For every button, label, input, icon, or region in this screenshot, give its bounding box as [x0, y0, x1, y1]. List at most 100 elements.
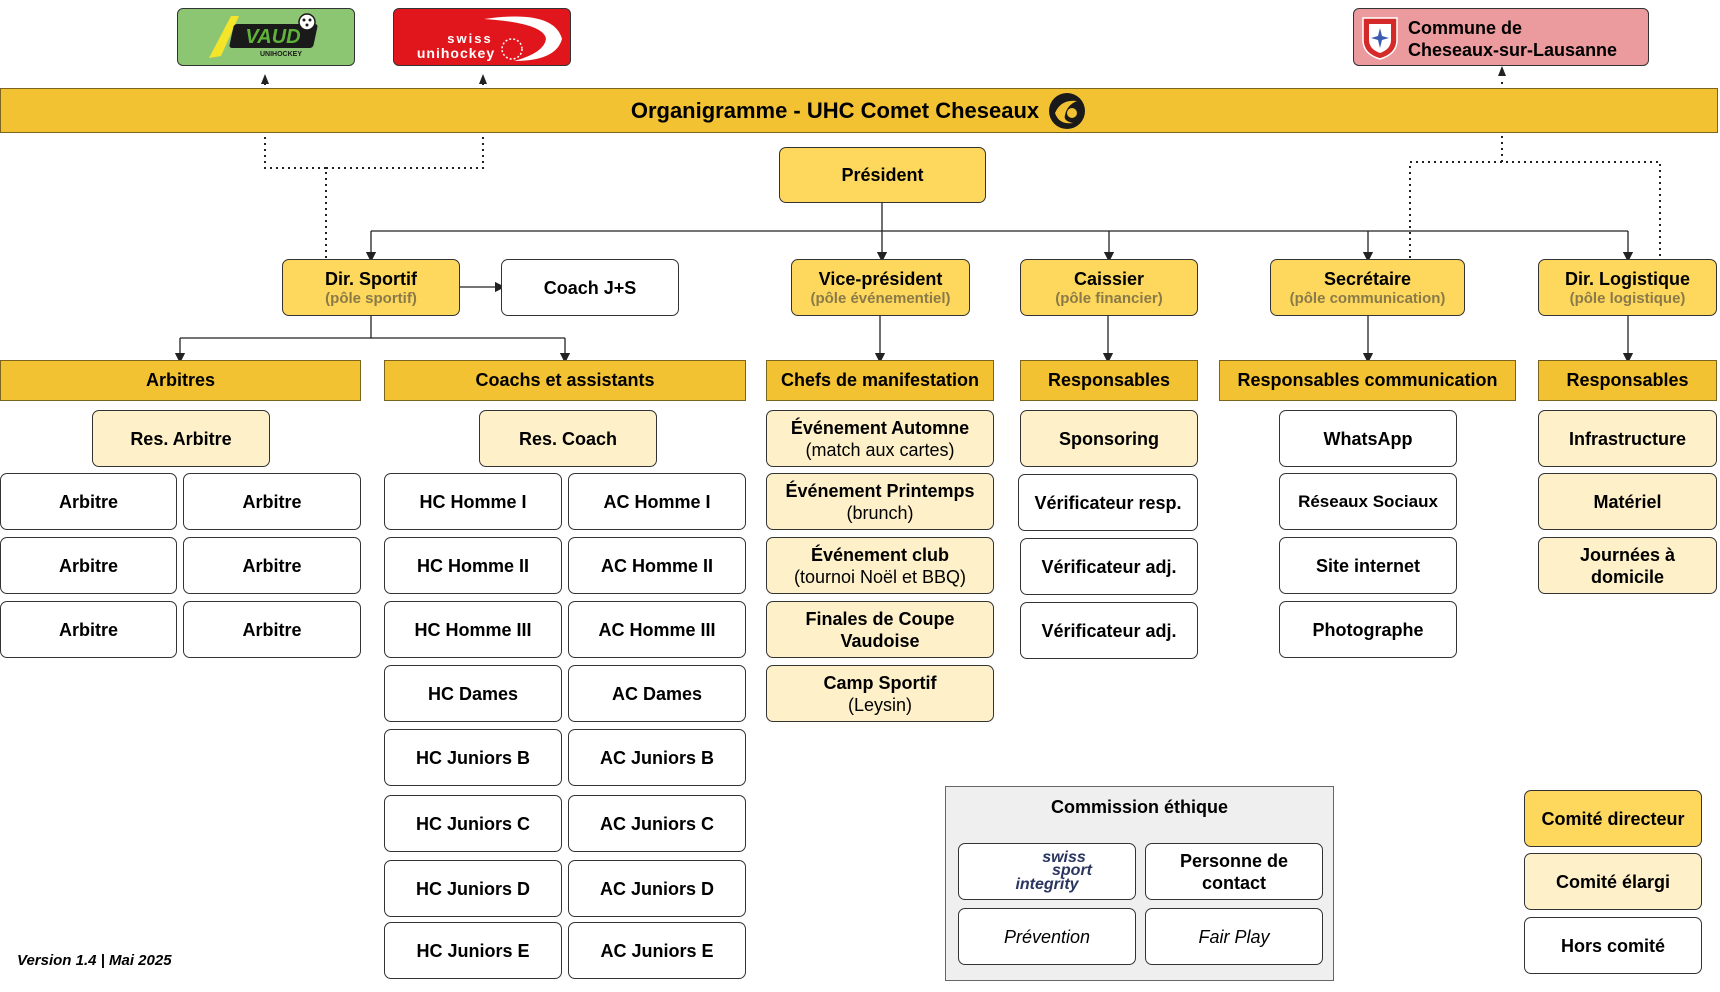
hc-label: HC Dames: [427, 683, 519, 704]
ac-label: AC Dames: [611, 683, 703, 704]
contact-person-box: Personne de contact: [1145, 843, 1323, 900]
commune-logo: Commune de Cheseaux-sur-Lausanne: [1353, 8, 1649, 66]
header-responsables-logistique: Responsables: [1538, 360, 1717, 401]
title-bar: Organigramme - UHC Comet Cheseaux: [0, 88, 1718, 133]
finance-label: Vérificateur adj.: [1041, 620, 1177, 641]
arbitre-label: Arbitre: [58, 619, 118, 640]
coach-js-label: Coach J+S: [543, 277, 637, 298]
event-subtitle: (Leysin): [847, 694, 913, 715]
integrity-line3: integrity: [1015, 876, 1079, 893]
commune-line1: Commune de: [1408, 18, 1523, 38]
president-label: Président: [841, 165, 924, 185]
logistique-label: Infrastructure: [1568, 428, 1687, 449]
ac-box: AC Homme I: [568, 473, 746, 530]
legend-hors-comite: Hors comité: [1524, 917, 1702, 974]
res-coach-box: Res. Coach: [479, 410, 657, 467]
finance-box: Vérificateur resp.: [1018, 474, 1198, 531]
communication-label: Site internet: [1315, 555, 1421, 576]
arbitre-box: Arbitre: [0, 473, 177, 530]
ac-box: AC Dames: [568, 665, 746, 722]
event-box: Finales de Coupe Vaudoise: [766, 601, 994, 658]
pole-subtitle: (pôle communication): [1289, 289, 1446, 307]
header-responsables-finance: Responsables: [1020, 360, 1198, 401]
legend-comite-elargi: Comité élargi: [1524, 853, 1702, 910]
vaud-unihockey-logo: VAUD UNIHOCKEY: [177, 8, 355, 66]
ac-box: AC Juniors E: [568, 922, 746, 979]
hc-label: HC Juniors D: [415, 878, 530, 899]
swiss-logo-swoosh: [484, 16, 562, 61]
pole-title: Caissier: [1073, 268, 1145, 289]
pole-subtitle: (pôle financier): [1055, 289, 1163, 307]
event-box: Camp Sportif (Leysin): [766, 665, 994, 722]
commission-ethique-panel: Commission éthique swiss sport integrity…: [945, 786, 1334, 981]
communication-label: Réseaux Sociaux: [1298, 491, 1438, 511]
arbitre-box: Arbitre: [183, 601, 361, 658]
arbitre-label: Arbitre: [58, 491, 118, 512]
contact-line2: contact: [1201, 872, 1266, 893]
hc-box: HC Juniors E: [384, 922, 562, 979]
header-responsables-communication: Responsables communication: [1219, 360, 1516, 401]
legend-label: Comité directeur: [1541, 808, 1685, 829]
event-title: Finales de Coupe: [805, 608, 955, 629]
pole-subtitle: (pôle sportif): [325, 289, 417, 307]
ac-box: AC Juniors D: [568, 860, 746, 917]
event-subtitle: (match aux cartes): [805, 439, 955, 460]
header-arbitres: Arbitres: [0, 360, 361, 401]
logistique-label: Journées à: [1579, 544, 1676, 565]
arbitre-box: Arbitre: [0, 601, 177, 658]
finance-label: Vérificateur adj.: [1041, 556, 1177, 577]
pole-title: Dir. Sportif: [324, 268, 417, 289]
res-arbitre-label: Res. Arbitre: [130, 428, 232, 449]
hc-label: HC Juniors C: [415, 813, 530, 834]
ac-box: AC Juniors B: [568, 729, 746, 786]
pole-secretaire: Secrétaire (pôle communication): [1270, 259, 1465, 316]
pole-dir-sportif: Dir. Sportif (pôle sportif): [282, 259, 460, 316]
event-subtitle: (tournoi Noël et BBQ): [793, 566, 967, 587]
commission-title: Commission éthique: [1050, 797, 1229, 817]
swiss-logo-line1: swiss: [447, 31, 493, 46]
page-title: Organigramme - UHC Comet Cheseaux: [630, 97, 1040, 123]
res-coach-label: Res. Coach: [518, 428, 618, 449]
arbitre-label: Arbitre: [242, 555, 302, 576]
commune-shield-icon: [1362, 17, 1398, 60]
arbitre-label: Arbitre: [242, 619, 302, 640]
hc-box: HC Homme II: [384, 537, 562, 594]
arbitre-label: Arbitre: [58, 555, 118, 576]
version-label: Version 1.4 | Mai 2025: [17, 952, 172, 969]
pole-subtitle: (pôle logistique): [1569, 289, 1686, 307]
pole-dir-logistique: Dir. Logistique (pôle logistique): [1538, 259, 1717, 316]
coach-js-box: Coach J+S: [501, 259, 679, 316]
communication-label: WhatsApp: [1323, 428, 1413, 449]
fair-play-box: Fair Play: [1145, 908, 1323, 965]
pole-vice-president: Vice-président (pôle événementiel): [791, 259, 970, 316]
hc-box: HC Juniors C: [384, 795, 562, 852]
ac-label: AC Homme II: [600, 555, 714, 576]
ac-label: AC Juniors D: [599, 878, 714, 899]
event-title: Événement Printemps: [785, 480, 975, 501]
legend-label: Hors comité: [1560, 935, 1666, 956]
logistique-box: Matériel: [1538, 473, 1717, 530]
arbitre-label: Arbitre: [242, 491, 302, 512]
hc-label: HC Juniors B: [415, 747, 530, 768]
hc-label: HC Homme I: [419, 491, 527, 512]
logistique-box: Infrastructure: [1538, 410, 1717, 467]
communication-box: Site internet: [1279, 537, 1457, 594]
ac-label: AC Juniors B: [599, 747, 714, 768]
finance-label: Vérificateur resp.: [1034, 492, 1182, 513]
hc-box: HC Homme I: [384, 473, 562, 530]
communication-label: Photographe: [1312, 619, 1424, 640]
ac-box: AC Juniors C: [568, 795, 746, 852]
legend-comite-directeur: Comité directeur: [1524, 790, 1702, 847]
event-title: Camp Sportif: [823, 672, 937, 693]
event-subtitle: (brunch): [846, 502, 914, 523]
legend-label: Comité élargi: [1555, 871, 1671, 892]
president-box: Président: [779, 147, 986, 203]
header-chefs: Chefs de manifestation: [766, 360, 994, 401]
hc-label: HC Juniors E: [416, 940, 530, 961]
hc-box: HC Dames: [384, 665, 562, 722]
logistique-label-line2: domicile: [1590, 566, 1665, 587]
res-arbitre-box: Res. Arbitre: [92, 410, 270, 467]
event-box: Événement Automne (match aux cartes): [766, 410, 994, 467]
hc-box: HC Juniors B: [384, 729, 562, 786]
